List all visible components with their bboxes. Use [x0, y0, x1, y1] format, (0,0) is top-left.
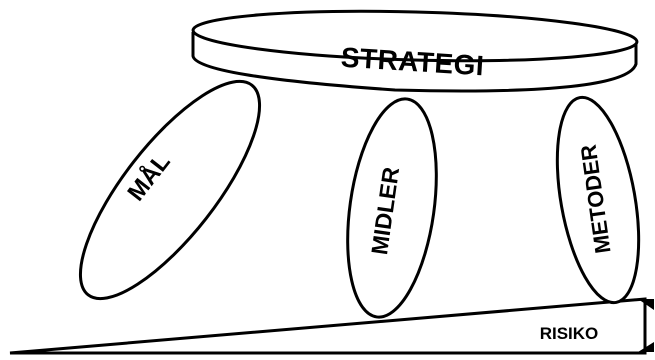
leg-midler: [346, 97, 438, 319]
risk-wedge-tip-bottom: [638, 342, 654, 352]
seat: [191, 9, 639, 93]
risk-wedge: [9, 297, 647, 355]
leg-maal: [78, 79, 262, 301]
risk-wedge-tip-top: [638, 299, 654, 310]
seat-top: [191, 9, 639, 63]
leg-metoder: [555, 95, 641, 305]
ground-label: RISIKO: [540, 324, 599, 343]
